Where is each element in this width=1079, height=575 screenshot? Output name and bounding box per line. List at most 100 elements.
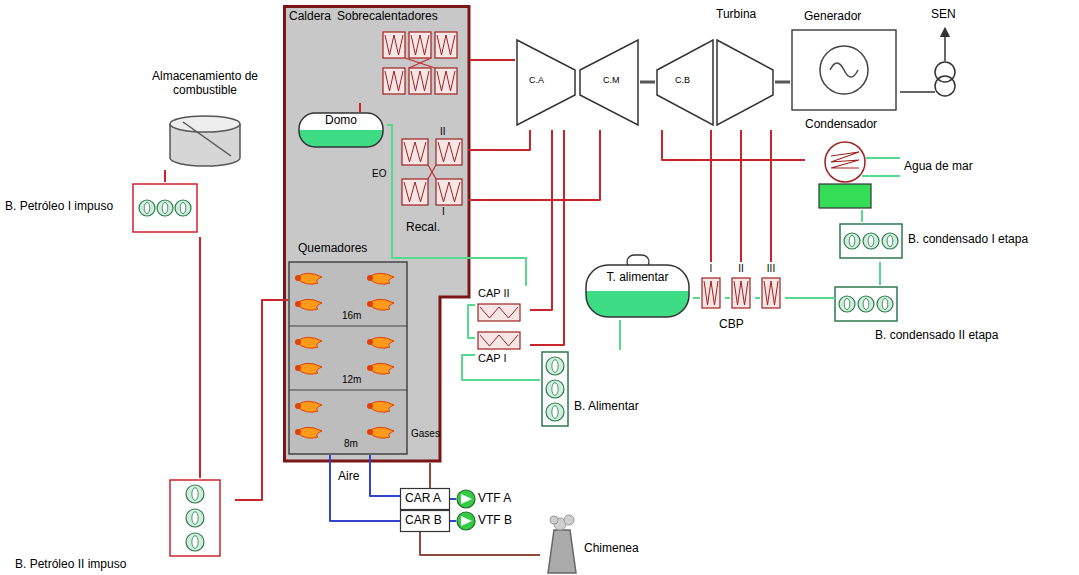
coil-winding [385, 35, 403, 55]
transformer-symbol [900, 32, 955, 96]
burner-nozzle [367, 429, 373, 435]
coil-symbol [383, 32, 405, 58]
annotation-label: SEN [931, 8, 956, 22]
component-label: VTF B [478, 514, 512, 528]
tank-top [170, 116, 240, 132]
fuel-storage-tank: Almacenamiento de combustible [125, 70, 285, 170]
pipe-line [450, 498, 456, 500]
condenser: Condensador [805, 118, 900, 210]
pipe-line [235, 300, 288, 500]
component-label: CAP II [478, 287, 510, 300]
coil-winding [404, 182, 426, 202]
annotation-label: CBP [719, 318, 744, 332]
boiler-region: CalderaSobrecalentadoresDomoRecal.Quemad… [283, 5, 471, 463]
fan-blade [461, 494, 472, 504]
pump-impeller [192, 536, 198, 549]
pipe-line [468, 130, 600, 200]
pump-impeller [887, 235, 893, 246]
coil-winding [385, 71, 403, 91]
fan-symbol [457, 512, 475, 530]
burner-flame [296, 299, 322, 310]
lp-heater: II [730, 262, 755, 310]
generator-box: Generador [790, 8, 900, 116]
burner-nozzle [367, 403, 373, 409]
annotation-label: Turbina [716, 8, 756, 22]
pipe-line [429, 463, 431, 488]
pump-symbol [139, 200, 155, 216]
furnace-box [289, 262, 407, 454]
component-label: Quemadores [298, 242, 367, 256]
feed-pump-group-shape [540, 350, 670, 430]
burner-flame [296, 401, 322, 412]
annotation-label: 16m [342, 310, 361, 322]
coil-winding [411, 71, 429, 91]
component-label: CAR B [405, 514, 442, 528]
pump-impeller [180, 202, 186, 213]
pump-symbol [546, 380, 564, 398]
chimney-shape [548, 530, 576, 573]
turbine-lp-shape [655, 35, 775, 130]
tank-ladder [183, 122, 231, 156]
pump-symbol [186, 533, 204, 551]
pump-frame [835, 287, 897, 321]
pump-impeller [144, 202, 150, 213]
lp-heater: III [760, 262, 785, 310]
burner-furnace-shape [288, 240, 408, 455]
pump-symbol [877, 296, 893, 312]
condensate-pump-group-shape [835, 285, 1065, 355]
pipe-line [420, 532, 540, 555]
component-label: VTF A [478, 492, 511, 506]
burner-furnace: Quemadores [288, 240, 408, 455]
turbine-lp-stage [657, 40, 713, 125]
coil-symbol [436, 139, 462, 165]
pump-symbol [546, 403, 564, 421]
generator-symbol [820, 46, 868, 94]
smoke-puff [564, 515, 574, 525]
coil-symbol [409, 32, 431, 58]
pump-impeller [192, 512, 198, 525]
coil-winding [437, 71, 455, 91]
burner-nozzle [295, 275, 301, 281]
pipe-line [359, 103, 361, 112]
coil-winding [764, 281, 778, 305]
pipe-line [770, 130, 772, 262]
burner-flame [368, 337, 394, 348]
burner-flame [296, 273, 322, 284]
feed-tank-shape [586, 265, 689, 317]
component-label: T. alimentar [585, 271, 690, 285]
ac-wave [830, 63, 858, 77]
pipe-line [470, 59, 515, 61]
turbine-lp-stage [717, 40, 773, 125]
pump-symbol [175, 200, 191, 216]
component-label: Sobrecalentadores [337, 10, 438, 24]
component-label: Caldera [289, 10, 331, 24]
pipe-line [755, 297, 760, 299]
pump-symbol [157, 200, 173, 216]
component-label: Generador [804, 10, 861, 24]
pump-symbol [844, 233, 860, 249]
coil-symbol [478, 304, 520, 321]
pump-symbol [546, 357, 564, 375]
component-label: B. Alimentar [574, 400, 639, 414]
superheater-pipe [405, 58, 435, 68]
burner-level-divider [289, 325, 407, 326]
component-label: C.B [675, 75, 690, 85]
coil-symbol [435, 32, 457, 58]
component-label: CAR A [405, 492, 441, 506]
coil-symbol [762, 278, 780, 308]
lp-heater-shape [700, 262, 725, 310]
burner-nozzle [295, 429, 301, 435]
lp-heater: I [700, 262, 725, 310]
coil-symbol [402, 139, 428, 165]
pipe-line [164, 170, 166, 182]
pipe-line [468, 130, 530, 150]
pump-impeller [868, 235, 874, 246]
air-heater: CAR B [400, 510, 450, 532]
air-heater-box [401, 511, 450, 532]
pipe-line [693, 297, 700, 299]
annotation-label: EO [372, 168, 386, 180]
pipe-line [330, 455, 400, 521]
pipe-line [879, 262, 881, 285]
hp-heater: CAP I [475, 330, 530, 370]
pipe-line [619, 320, 621, 350]
